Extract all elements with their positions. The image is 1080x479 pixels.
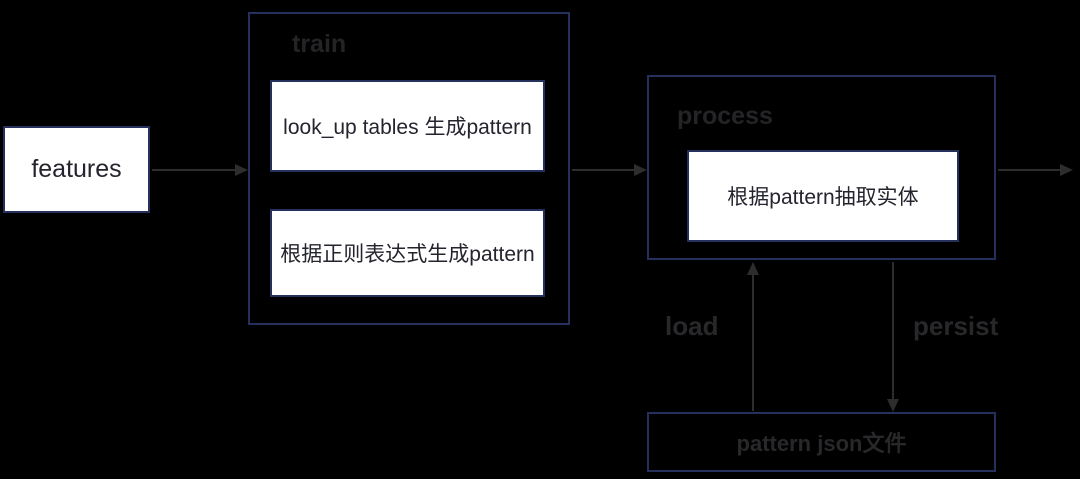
node-lookup-tables-pattern-label: look_up tables 生成pattern <box>283 116 532 139</box>
node-features[interactable]: features <box>3 126 150 213</box>
node-regex-pattern[interactable]: 根据正则表达式生成pattern <box>270 209 545 297</box>
arrow-load <box>747 262 759 411</box>
edge-label-load: load <box>665 311 719 341</box>
node-pattern-json-file[interactable]: pattern json文件 <box>647 412 996 472</box>
node-extract-entities-label: 根据pattern抽取实体 <box>727 186 919 209</box>
group-process-label: process <box>677 102 773 130</box>
node-regex-pattern-label: 根据正则表达式生成pattern <box>280 243 535 266</box>
arrow-features-to-train <box>152 164 248 176</box>
arrow-process-to-output <box>998 164 1073 176</box>
arrow-persist <box>887 262 899 412</box>
node-extract-entities[interactable]: 根据pattern抽取实体 <box>687 150 959 242</box>
node-features-label: features <box>31 155 122 183</box>
node-lookup-tables-pattern[interactable]: look_up tables 生成pattern <box>270 80 545 172</box>
arrow-train-to-process <box>572 164 647 176</box>
node-pattern-json-file-label: pattern json文件 <box>736 431 907 456</box>
edge-label-persist: persist <box>913 311 999 341</box>
group-train-label: train <box>292 30 347 58</box>
